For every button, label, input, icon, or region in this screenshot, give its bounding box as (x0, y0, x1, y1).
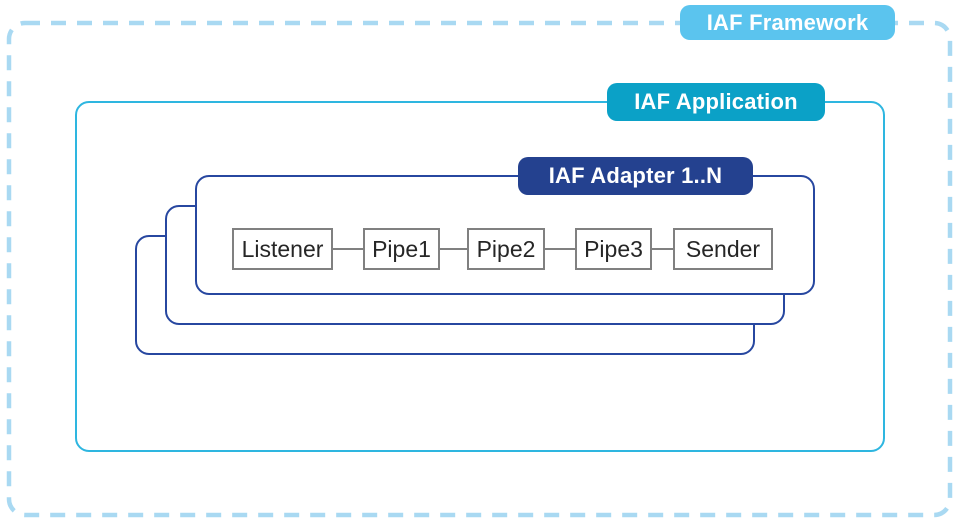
pipeline-connector (545, 248, 575, 250)
pipeline-node-sender: Sender (673, 228, 773, 270)
pipeline-connector (440, 248, 467, 250)
pipeline-node-listener: Listener (232, 228, 333, 270)
pipeline: Listener Pipe1 Pipe2 Pipe3 Sender (232, 228, 773, 270)
pipeline-node-pipe2: Pipe2 (467, 228, 545, 270)
adapter-label: IAF Adapter 1..N (548, 163, 723, 188)
pipeline-node-pipe3: Pipe3 (575, 228, 652, 270)
framework-badge: IAF Framework (680, 5, 895, 40)
application-badge: IAF Application (607, 83, 825, 121)
pipeline-connector (652, 248, 673, 250)
pipeline-connector (333, 248, 363, 250)
pipeline-node-pipe1: Pipe1 (363, 228, 440, 270)
adapter-badge: IAF Adapter 1..N (518, 157, 753, 195)
framework-label: IAF Framework (706, 9, 869, 35)
application-label: IAF Application (634, 89, 798, 114)
